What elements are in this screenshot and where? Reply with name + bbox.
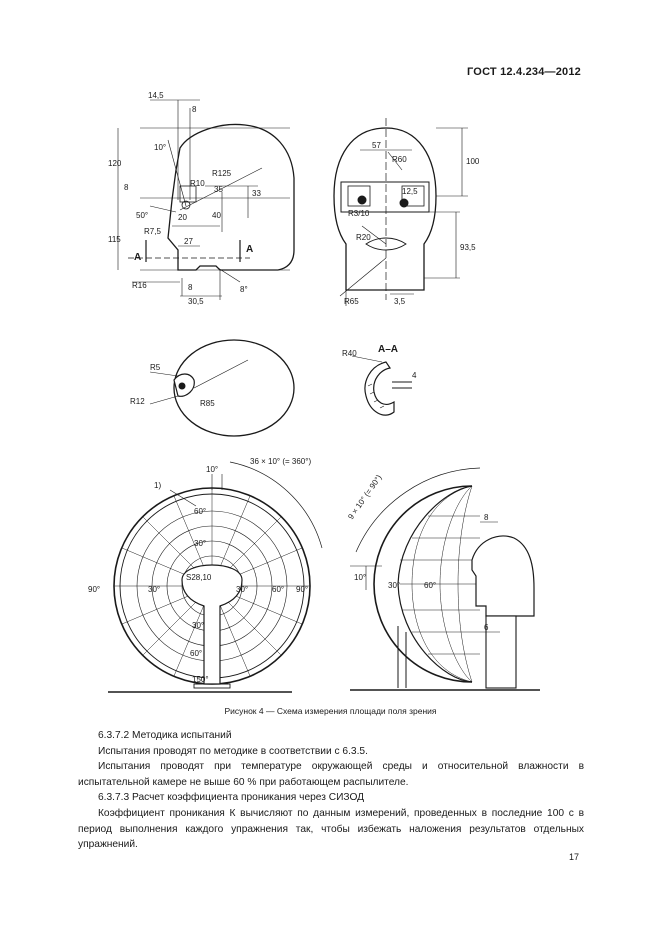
angle-label: 30° xyxy=(388,581,400,590)
paragraph: Испытания проводят при температуре окруж… xyxy=(78,761,584,788)
dim-label: 6 xyxy=(484,623,489,632)
angle-label: 60° xyxy=(194,507,206,516)
dim-label: R85 xyxy=(200,399,215,408)
document-code: ГОСТ 12.4.234—2012 xyxy=(467,66,581,78)
technical-drawing: 14,5 8 10° 120 R125 R10 35 33 8 50° 40 2… xyxy=(88,91,540,693)
dim-label: 120 xyxy=(108,159,122,168)
paragraph: Коэффициент проникания К вычисляют по да… xyxy=(78,807,584,851)
dim-label: R3/10 xyxy=(348,209,370,218)
angle-label: 60° xyxy=(272,585,284,594)
dim-label: 8 xyxy=(124,183,129,192)
angle-label: 30° xyxy=(148,585,160,594)
section-mark: A xyxy=(246,244,253,255)
perimeter-front-labels: 10° 36 × 10° (= 360°) 1) 60° 30° 30° 90°… xyxy=(88,457,311,684)
dim-label: R7,5 xyxy=(144,227,161,236)
angle-label: 90° xyxy=(296,585,308,594)
dim-label: R40 xyxy=(342,349,357,358)
section-labels: R40 A–A 4 xyxy=(342,344,417,380)
dim-label: R60 xyxy=(392,155,407,164)
head-plan-view xyxy=(149,339,295,437)
figure-measurement-scheme: 14,5 8 10° 120 R125 R10 35 33 8 50° 40 2… xyxy=(88,91,540,693)
front-view-labels: 57 R60 100 12,5 R3/10 R20 93,5 R65 3,5 xyxy=(344,141,480,306)
dim-label: 8 xyxy=(188,283,193,292)
perimeter-front-view xyxy=(108,461,323,693)
dim-label: R20 xyxy=(356,233,371,242)
perimeter-side-view xyxy=(350,467,540,691)
angle-label: 150° xyxy=(192,675,209,684)
plan-view-labels: R5 R12 R85 xyxy=(130,363,215,408)
perimeter-side-labels: 9 × 10° (= 90°) 8 10° 30° 60° 6 xyxy=(346,473,489,632)
dim-label: 57 xyxy=(372,141,381,150)
figure-caption: Рисунок 4 — Схема измерения площади поля… xyxy=(224,706,437,716)
dim-label: 93,5 xyxy=(460,243,476,252)
dim-label: 8 xyxy=(484,513,489,522)
dim-label: R5 xyxy=(150,363,161,372)
angle-label: 30° xyxy=(236,585,248,594)
section-mark: A xyxy=(134,252,141,263)
angle-label: 60° xyxy=(190,649,202,658)
dim-label: 4 xyxy=(412,371,417,380)
dim-label: 33 xyxy=(252,189,261,198)
note-mark: 1) xyxy=(154,481,161,490)
body-text: 6.3.7.2 Методика испытаний Испытания про… xyxy=(78,728,584,853)
section-title: A–A xyxy=(378,344,398,355)
dim-label: 35 xyxy=(214,185,223,194)
dim-label: 12,5 xyxy=(402,187,418,196)
dim-label: 30,5 xyxy=(188,297,204,306)
paragraph: Испытания проводят по методике в соответ… xyxy=(98,745,368,757)
dim-label: 50° xyxy=(136,211,148,220)
side-view-labels: 14,5 8 10° 120 R125 R10 35 33 8 50° 40 2… xyxy=(108,91,261,306)
dim-label: 115 xyxy=(108,235,121,244)
section-a-a xyxy=(351,355,412,416)
dim-label: 14,5 xyxy=(148,91,164,100)
dim-label: R10 xyxy=(190,179,205,188)
angle-label: 36 × 10° (= 360°) xyxy=(250,457,311,466)
dim-label: 27 xyxy=(184,237,193,246)
dim-label: 10° xyxy=(154,143,166,152)
dim-label: 3,5 xyxy=(394,297,406,306)
dim-label: R125 xyxy=(212,169,232,178)
section-heading: 6.3.7.3 Расчет коэффициента проникания ч… xyxy=(98,792,365,804)
angle-label: 30° xyxy=(192,621,204,630)
dim-label: 8 xyxy=(192,105,197,114)
dim-label: S28,10 xyxy=(186,573,212,582)
angle-label: 60° xyxy=(424,581,436,590)
dim-label: R65 xyxy=(344,297,359,306)
section-heading: 6.3.7.2 Методика испытаний xyxy=(98,730,232,741)
angle-label: 10° xyxy=(354,573,366,582)
dim-label: 100 xyxy=(466,157,480,166)
head-front-view xyxy=(333,118,468,306)
head-side-view xyxy=(117,99,295,300)
angle-label: 90° xyxy=(88,585,100,594)
angle-label: 9 × 10° (= 90°) xyxy=(346,473,384,521)
page-number: 17 xyxy=(568,852,579,862)
dim-label: 8° xyxy=(240,285,248,294)
dim-label: 40 xyxy=(212,211,221,220)
dim-label: R12 xyxy=(130,397,145,406)
dim-label: R16 xyxy=(132,281,147,290)
dim-label: 20 xyxy=(178,213,187,222)
angle-label: 30° xyxy=(194,539,206,548)
angle-label: 10° xyxy=(206,465,218,474)
